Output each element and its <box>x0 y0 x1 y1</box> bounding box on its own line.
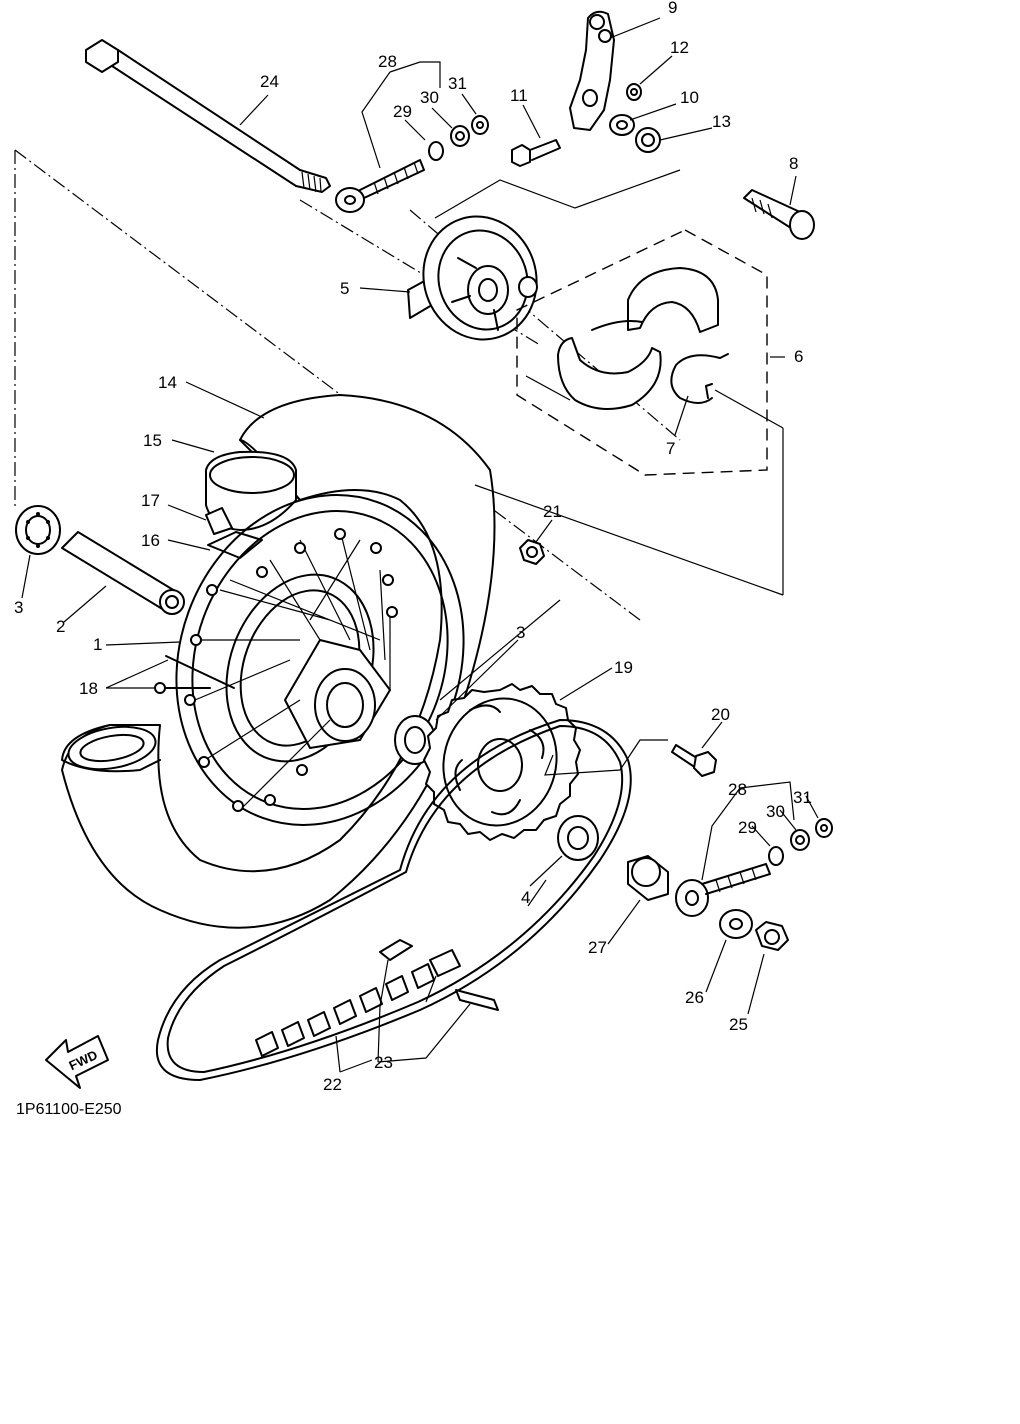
callout-31-lower: 31 <box>793 788 812 807</box>
callout-23: 23 <box>374 1053 393 1072</box>
callout-28-lower: 28 <box>728 780 747 799</box>
drive-chain-part-22 <box>155 719 632 1081</box>
callout-4: 4 <box>521 888 530 907</box>
callout-11: 11 <box>510 86 528 105</box>
bearing-part-3-right <box>394 715 436 765</box>
spoke-set-part-18 <box>154 655 235 694</box>
wheel-hub-rim-part-1 <box>175 494 465 826</box>
callout-29-upper: 29 <box>393 102 412 121</box>
forward-direction-arrow: FWD <box>45 1035 109 1089</box>
callout-24: 24 <box>260 72 279 91</box>
callout-30-lower: 30 <box>766 802 785 821</box>
valve-parts-16-17 <box>205 507 263 559</box>
callout-3-right: 3 <box>516 623 525 642</box>
callout-26: 26 <box>685 988 704 1007</box>
tire-part-14 <box>61 394 496 929</box>
chain-links <box>255 963 435 1057</box>
bolt-part-20 <box>671 744 717 777</box>
callout-20: 20 <box>711 705 730 724</box>
leader-lines <box>21 17 819 1073</box>
spacer-part-2 <box>61 531 185 615</box>
callout-10: 10 <box>680 88 699 107</box>
callout-19: 19 <box>614 658 633 677</box>
brake-shoe-kit-part-6 <box>516 229 768 476</box>
chain-joint-part-23 <box>379 939 499 1011</box>
collar-part-27 <box>627 855 669 901</box>
callout-18: 18 <box>79 679 98 698</box>
callout-labels: 24 28 29 30 31 11 9 12 10 13 8 5 6 7 14 … <box>14 0 812 1094</box>
callout-1: 1 <box>93 635 102 654</box>
callout-17: 17 <box>141 491 160 510</box>
bearing-part-3-left <box>15 505 61 555</box>
spoke-nipples <box>184 528 398 812</box>
callout-25: 25 <box>729 1015 748 1034</box>
axle-part-24 <box>85 39 331 193</box>
axle-nut-part-25 <box>755 921 789 951</box>
callout-30-upper: 30 <box>420 88 439 107</box>
bolt-part-11 <box>511 139 561 167</box>
callout-15: 15 <box>143 431 162 450</box>
brake-camshaft-part-8 <box>743 189 815 240</box>
brake-arm-part-9 <box>569 10 615 131</box>
callout-14: 14 <box>158 373 177 392</box>
washer-part-26 <box>719 909 753 939</box>
brake-arm-hardware <box>609 83 661 153</box>
callout-12: 12 <box>670 38 689 57</box>
callout-3-left: 3 <box>14 598 23 617</box>
callout-21: 21 <box>543 502 562 521</box>
callout-8: 8 <box>789 154 798 173</box>
chain-adjuster-lower-parts-28-31 <box>675 818 833 917</box>
oil-seal-part-4 <box>557 815 599 861</box>
callout-27: 27 <box>588 938 607 957</box>
callout-31-upper: 31 <box>448 74 467 93</box>
callout-7: 7 <box>666 439 675 458</box>
nut-part-21 <box>519 539 545 565</box>
callout-28-upper: 28 <box>378 52 397 71</box>
callout-6: 6 <box>794 347 803 366</box>
callout-9: 9 <box>668 0 677 17</box>
callout-2: 2 <box>56 617 65 636</box>
brake-shoe-plate-part-5 <box>407 215 538 341</box>
callout-22: 22 <box>323 1075 342 1094</box>
callout-16: 16 <box>141 531 160 550</box>
chain-adjuster-upper-parts-28-31 <box>335 115 489 213</box>
callout-5: 5 <box>340 279 349 298</box>
callout-29-lower: 29 <box>738 818 757 837</box>
diagram-code: 1P61100-E250 <box>16 1101 122 1118</box>
callout-13: 13 <box>712 112 731 131</box>
